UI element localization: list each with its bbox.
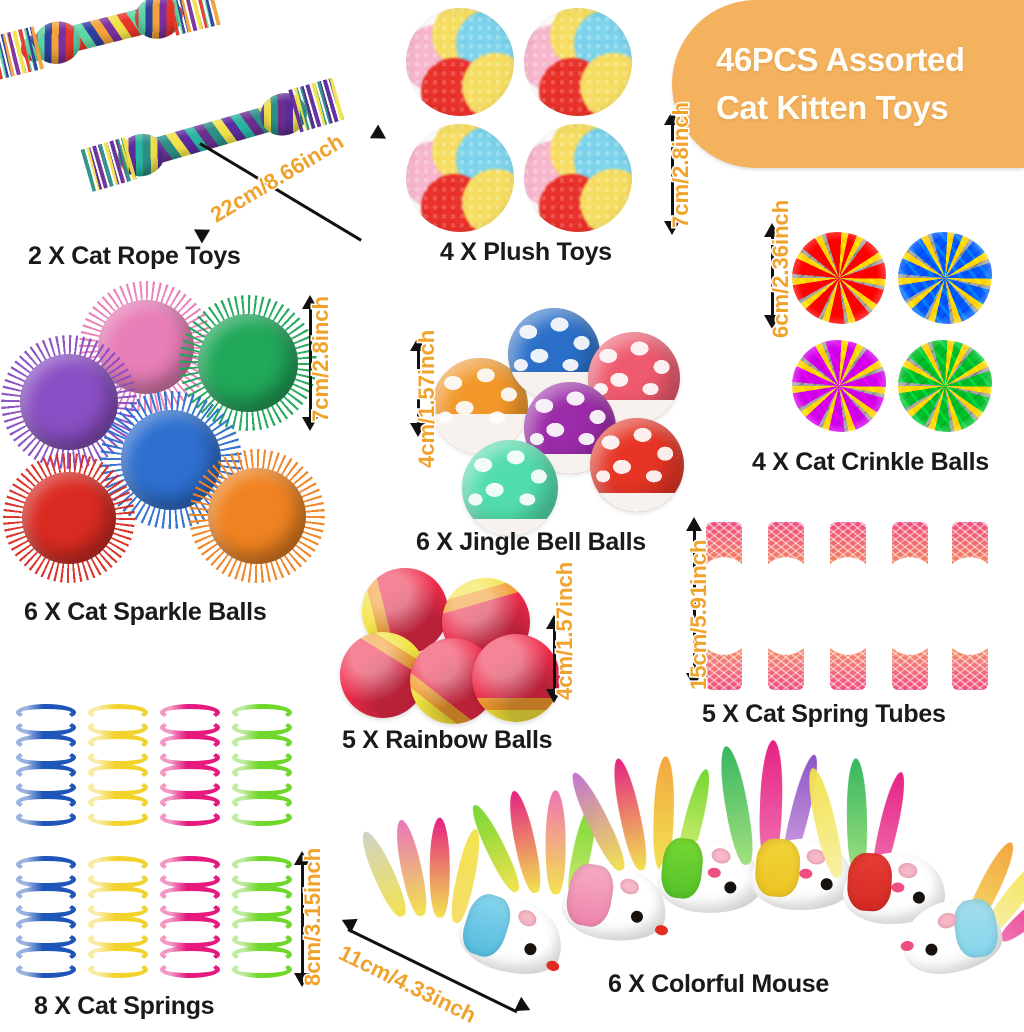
caption-cat-springs: 8 X Cat Springs (34, 992, 215, 1020)
crinkle-dimension-label: 6cm/2.36inch (767, 198, 795, 339)
rainbow-dimension-label: 4cm/1.57inch (551, 560, 579, 701)
sparkle-ball (0, 334, 138, 470)
caption-rope-toys: 2 X Cat Rope Toys (28, 242, 241, 270)
plush-dimension-label: 7cm/2.8inch (667, 101, 695, 230)
banner-title-line2: Cat Kitten Toys (716, 89, 949, 126)
plush-toy (524, 124, 632, 232)
jingle-bell-ball (462, 440, 558, 536)
sparkle-ball (188, 448, 326, 584)
cat-spring (232, 856, 292, 986)
plush-toy (406, 124, 514, 232)
rainbow-ball (472, 634, 560, 722)
caption-colorful-mouse: 6 X Colorful Mouse (608, 970, 830, 998)
jingle-bell-ball (590, 418, 684, 512)
spring-tube-dimension-label: 15cm/5.91inch (685, 538, 713, 691)
caption-jingle-bell-balls: 6 X Jingle Bell Balls (416, 528, 646, 556)
colorful-mouse (894, 838, 1024, 980)
caption-rainbow-balls: 5 X Rainbow Balls (342, 726, 553, 754)
caption-sparkle-balls: 6 X Cat Sparkle Balls (24, 598, 267, 626)
rope-toy-1 (0, 0, 221, 80)
crinkle-ball (792, 232, 886, 324)
spring-tube (892, 522, 928, 690)
header-banner: 46PCS Assorted Cat Kitten Toys (672, 0, 1024, 168)
crinkle-ball (898, 232, 992, 324)
cat-spring (232, 704, 292, 834)
sparkle-ball (2, 453, 136, 583)
jingle-dimension-label: 4cm/1.57inch (413, 328, 441, 469)
plush-toy (406, 8, 514, 116)
crinkle-ball (792, 340, 886, 432)
cat-spring (160, 856, 220, 986)
crinkle-ball (898, 340, 992, 432)
springs-dimension-label: 8cm/3.15inch (299, 846, 327, 987)
banner-title-line1: 46PCS Assorted (716, 41, 965, 78)
sparkle-dimension-label: 7cm/2.8inch (307, 295, 335, 424)
cat-spring (16, 704, 76, 834)
cat-spring (88, 856, 148, 986)
cat-spring (16, 856, 76, 986)
spring-tube (768, 522, 804, 690)
cat-spring (88, 704, 148, 834)
plush-toy (524, 8, 632, 116)
cat-spring (160, 704, 220, 834)
caption-spring-tubes: 5 X Cat Spring Tubes (702, 700, 946, 728)
caption-crinkle-balls: 4 X Cat Crinkle Balls (752, 448, 989, 476)
spring-tube (706, 522, 742, 690)
spring-tube (952, 522, 988, 690)
spring-tube (830, 522, 866, 690)
caption-plush-toys: 4 X Plush Toys (440, 238, 612, 266)
